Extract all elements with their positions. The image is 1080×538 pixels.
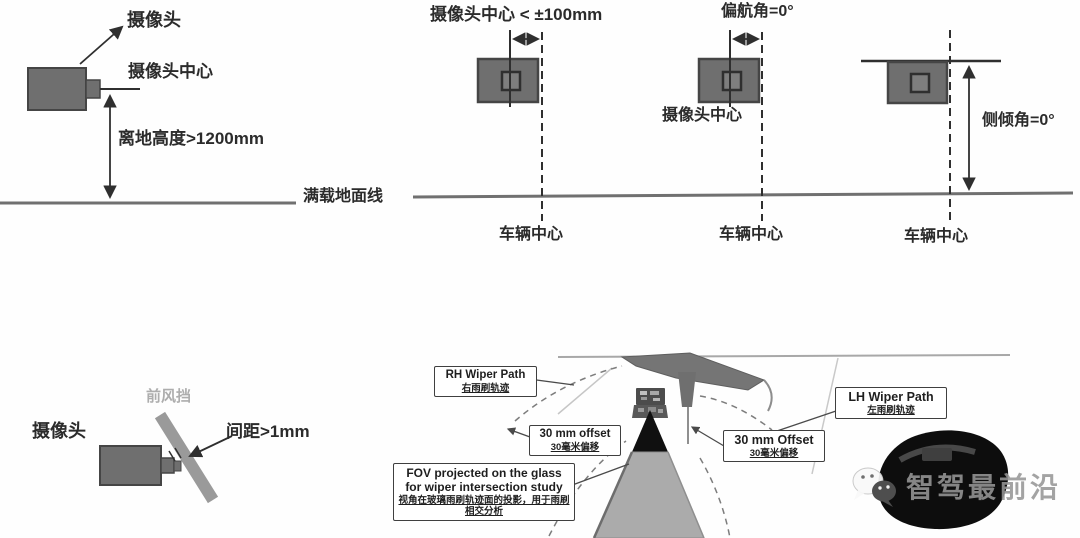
side-view-height-group — [0, 25, 1074, 205]
offset-left-en: 30 mm offset — [539, 428, 611, 440]
lh-wiper-zh: 左雨刷轨迹 — [867, 405, 915, 416]
bracket-speck — [658, 409, 663, 413]
offset-left-callout: 30 mm offset 30毫米偏移 — [529, 425, 621, 457]
rh-wiper-path-callout: RH Wiper Path 右雨刷轨迹 — [434, 366, 537, 398]
wiper-blade-shape — [620, 352, 766, 391]
vehicle-center-label-3: 车辆中心 — [904, 228, 969, 245]
offset-right-leader — [690, 426, 725, 447]
camera-lens-top — [721, 70, 743, 92]
fov-edge-right — [667, 451, 705, 538]
bracket-speck — [638, 408, 644, 412]
camera-body-side — [99, 445, 162, 486]
gap-tick-2 — [174, 447, 182, 459]
yaw-group — [697, 30, 763, 221]
blob-slot — [922, 448, 952, 461]
watermark: 智驾最前沿 — [848, 464, 1061, 508]
wiper-study-photo — [506, 352, 1011, 538]
camera-label-top-left: 摄像头 — [127, 10, 181, 30]
fov-edge-left — [592, 451, 634, 538]
wechat-icon — [852, 467, 896, 507]
fov-en-line2: for wiper intersection study — [405, 480, 563, 495]
gap-tick-1 — [168, 450, 176, 462]
lh-callout-leader — [773, 410, 837, 433]
bracket-speck — [650, 391, 659, 395]
fov-callout-leader — [566, 463, 630, 488]
height-label: 离地高度>1200mm — [118, 129, 264, 148]
roll-group — [861, 30, 1001, 222]
windshield-label: 前风挡 — [146, 388, 192, 405]
lh-wiper-en: LH Wiper Path — [848, 390, 934, 404]
roll-angle-title: 侧倾角=0° — [982, 112, 1055, 129]
yaw-camera-center-label: 摄像头中心 — [662, 107, 743, 124]
wiper-arm-hook — [763, 379, 773, 412]
windshield-gap-group — [99, 411, 233, 504]
watermark-text: 智驾最前沿 — [906, 472, 1062, 503]
ground-line-label: 满载地面线 — [303, 188, 384, 205]
gap-label: 间距>1mm — [226, 422, 310, 441]
camera-center-label: 摄像头中心 — [128, 62, 213, 81]
windshield-glass — [154, 411, 219, 504]
camera-lens-side — [160, 457, 175, 474]
vehicle-center-label-1: 车辆中心 — [499, 226, 564, 243]
lateral-offset-group — [476, 30, 543, 221]
camera-body-side — [27, 67, 87, 111]
bracket-speck — [648, 407, 656, 412]
offset-left-zh: 30毫米偏移 — [550, 441, 600, 453]
rh-wiper-zh: 右雨刷轨迹 — [461, 382, 510, 394]
lateral-offset-title: 摄像头中心 < ±100mm — [430, 5, 603, 24]
offset-right-zh: 30毫米偏移 — [749, 448, 799, 459]
fov-zh: 视角在玻璃雨刷轨迹面的投影，用于雨刷相交分析 — [398, 494, 570, 518]
fov-cone-dark — [632, 410, 668, 452]
offset-right-callout: 30 mm Offset 30毫米偏移 — [723, 430, 825, 463]
camera-bracket-cap — [636, 388, 665, 405]
camera-lens-tip — [173, 460, 182, 472]
fov-on-glass — [593, 451, 705, 538]
ground-line-right — [412, 191, 1074, 199]
camera-label-bottom: 摄像头 — [32, 421, 86, 441]
lh-wiper-path-arc — [699, 395, 773, 431]
offset-left-leader — [506, 427, 531, 438]
bracket-speck — [641, 397, 647, 400]
glass-edge-left — [557, 367, 613, 415]
rh-wiper-en: RH Wiper Path — [445, 369, 526, 381]
rh-wiper-path-arc — [514, 365, 623, 422]
fov-en-line1: FOV projected on the glass — [406, 466, 562, 480]
lh-wiper-path-callout: LH Wiper Path 左雨刷轨迹 — [835, 387, 947, 420]
bracket-speck — [640, 391, 647, 395]
yaw-angle-title: 偏航角=0° — [721, 3, 794, 20]
offset-right-en: 30 mm Offset — [734, 433, 814, 447]
fov-projection-callout: FOV projected on the glass for wiper int… — [393, 463, 575, 521]
gap-pointer-arrow — [188, 435, 233, 458]
vehicle-center-label-2: 车辆中心 — [719, 226, 784, 243]
camera-pointer-arrow — [79, 25, 124, 65]
bracket-speck — [653, 398, 660, 401]
lh-wiper-path-arc-lower — [699, 457, 731, 538]
camera-lens-side — [85, 79, 101, 99]
camera-lens-top — [909, 72, 931, 94]
mirror-post — [678, 372, 696, 407]
